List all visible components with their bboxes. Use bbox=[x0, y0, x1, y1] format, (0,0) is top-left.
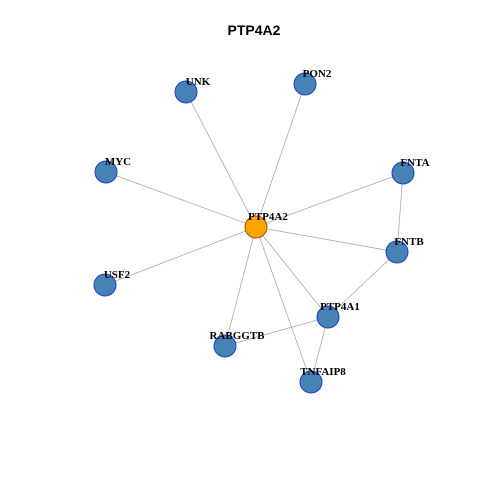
node-fnta: FNTA bbox=[391, 157, 430, 185]
node-circle-ptp4a1 bbox=[316, 305, 340, 329]
node-circle-rabggtb bbox=[213, 334, 237, 358]
node-label-fnta: FNTA bbox=[400, 157, 429, 169]
node-usf2: USF2 bbox=[93, 269, 131, 297]
edge-ptp4a2-pon2 bbox=[255, 83, 306, 228]
edge-ptp4a1-rabggtb bbox=[224, 316, 329, 347]
node-label-myc: MYC bbox=[105, 156, 131, 168]
edge-ptp4a2-myc bbox=[105, 171, 257, 228]
edge-ptp4a2-fnta bbox=[255, 172, 404, 228]
node-label-ptp4a2: PTP4A2 bbox=[248, 211, 288, 223]
edge-ptp4a2-tnfaip8 bbox=[255, 226, 312, 383]
node-circle-fntb bbox=[385, 240, 409, 264]
diagram-title: PTP4A2 bbox=[228, 22, 281, 38]
edge-fnta-fntb bbox=[396, 172, 404, 253]
edge-ptp4a2-fntb bbox=[255, 226, 398, 253]
node-label-fntb: FNTB bbox=[394, 236, 424, 248]
node-circle-myc bbox=[94, 160, 118, 184]
node-label-rabggtb: RABGGTB bbox=[209, 330, 265, 342]
edge-ptp4a2-rabggtb bbox=[224, 226, 257, 347]
node-circle-fnta bbox=[391, 161, 415, 185]
edge-ptp4a2-ptp4a1 bbox=[255, 226, 329, 318]
edge-ptp4a2-usf2 bbox=[104, 226, 257, 286]
node-circle-unk bbox=[174, 80, 198, 104]
node-label-unk: UNK bbox=[186, 76, 211, 88]
node-label-usf2: USF2 bbox=[104, 269, 131, 281]
node-ptp4a1: PTP4A1 bbox=[316, 301, 360, 329]
edge-ptp4a2-unk bbox=[185, 91, 257, 228]
node-myc: MYC bbox=[94, 156, 131, 184]
node-unk: UNK bbox=[174, 76, 211, 104]
node-label-ptp4a1: PTP4A1 bbox=[320, 301, 360, 313]
node-label-pon2: PON2 bbox=[303, 68, 332, 80]
node-circle-pon2 bbox=[293, 72, 317, 96]
node-rabggtb: RABGGTB bbox=[209, 330, 265, 358]
node-ptp4a2: PTP4A2 bbox=[244, 211, 288, 239]
node-circle-tnfaip8 bbox=[299, 370, 323, 394]
node-circle-ptp4a2 bbox=[244, 215, 268, 239]
edge-fntb-ptp4a1 bbox=[327, 251, 398, 318]
node-tnfaip8: TNFAIP8 bbox=[299, 366, 346, 394]
node-pon2: PON2 bbox=[293, 68, 332, 96]
node-fntb: FNTB bbox=[385, 236, 424, 264]
node-label-tnfaip8: TNFAIP8 bbox=[300, 366, 346, 378]
node-circle-usf2 bbox=[93, 273, 117, 297]
